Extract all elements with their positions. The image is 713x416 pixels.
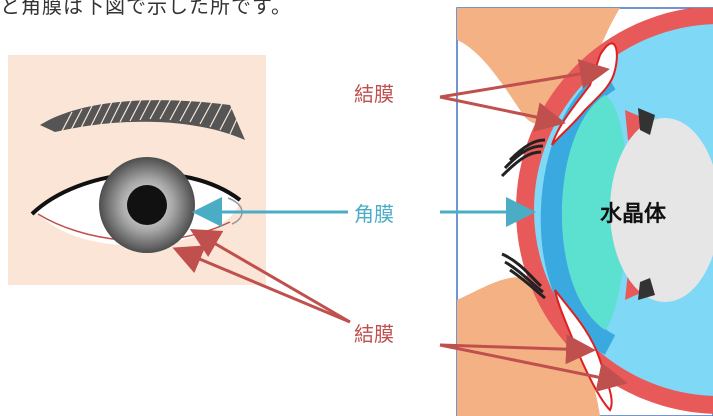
label-conjunctiva-top: 結膜 bbox=[354, 82, 394, 106]
ciliary-lower bbox=[638, 278, 655, 300]
label-conjunctiva-bottom: 結膜 bbox=[354, 322, 394, 346]
upper-lid bbox=[457, 8, 620, 125]
eyebrow-shape bbox=[40, 100, 245, 140]
caption-text: と角膜は下図で示した所です。 bbox=[0, 0, 292, 18]
arrow-conjunctiva-top-2 bbox=[439, 95, 566, 132]
label-lens: 水晶体 bbox=[600, 202, 667, 227]
aqueous-humor bbox=[561, 95, 628, 330]
arrow-conjunctiva-top-1 bbox=[439, 59, 610, 99]
eyebrow-hatching bbox=[59, 96, 241, 136]
crystalline-lens bbox=[610, 118, 713, 302]
pupil bbox=[127, 185, 167, 225]
annotation-arrows bbox=[172, 59, 628, 392]
arrow-conjunctiva-bottom-left-1 bbox=[189, 228, 351, 324]
arrow-conjunctiva-bottom-right-1 bbox=[439, 334, 596, 365]
label-cornea: 角膜 bbox=[354, 202, 394, 226]
upper-eyelashes bbox=[500, 138, 546, 178]
lower-eyelashes bbox=[501, 252, 546, 300]
arrow-conjunctiva-bottom-right-2 bbox=[439, 343, 628, 392]
arrow-conjunctiva-bottom-left-2 bbox=[172, 245, 351, 324]
ciliary-upper bbox=[638, 108, 655, 135]
